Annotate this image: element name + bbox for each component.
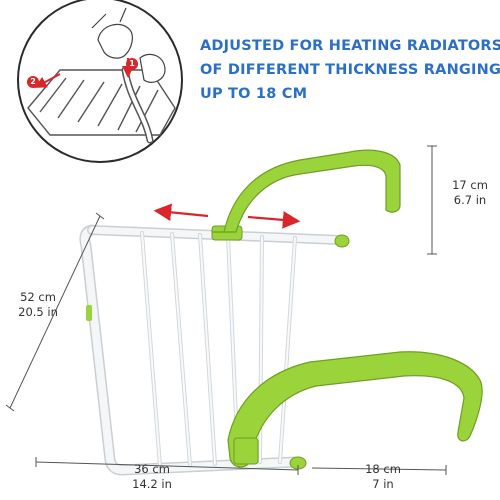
depth-label: 18 cm 7 in bbox=[358, 462, 408, 492]
headline-line-2: OF DIFFERENT THICKNESS RANGING bbox=[200, 62, 500, 78]
length-metric: 52 cm bbox=[20, 290, 56, 304]
width-imperial: 14.2 in bbox=[132, 477, 172, 491]
inset-step-2-badge: 2 bbox=[27, 76, 39, 88]
headline: ADJUSTED FOR HEATING RADIATORS OF DIFFER… bbox=[200, 34, 500, 106]
inset-detail-circle bbox=[17, 0, 183, 163]
hook-height-label: 17 cm 6.7 in bbox=[448, 178, 492, 208]
headline-line-1: ADJUSTED FOR HEATING RADIATORS bbox=[200, 38, 500, 54]
width-label: 36 cm 14.2 in bbox=[124, 462, 180, 492]
drying-rack bbox=[79, 224, 350, 476]
length-label: 52 cm 20.5 in bbox=[10, 290, 66, 320]
hook-height-imperial: 6.7 in bbox=[453, 193, 487, 207]
depth-metric: 18 cm bbox=[365, 462, 401, 476]
depth-imperial: 7 in bbox=[372, 477, 394, 491]
drying-rods bbox=[140, 231, 297, 468]
width-metric: 36 cm bbox=[134, 462, 170, 476]
hook-height-metric: 17 cm bbox=[452, 178, 488, 192]
adjustment-arrows bbox=[153, 203, 301, 229]
headline-line-3: UP TO 18 CM bbox=[200, 86, 308, 102]
length-imperial: 20.5 in bbox=[18, 305, 58, 319]
upper-hook bbox=[212, 149, 401, 233]
inset-step-1-badge: 1 bbox=[126, 58, 138, 70]
dimension-lines bbox=[5, 145, 447, 475]
lower-hook bbox=[227, 351, 483, 468]
